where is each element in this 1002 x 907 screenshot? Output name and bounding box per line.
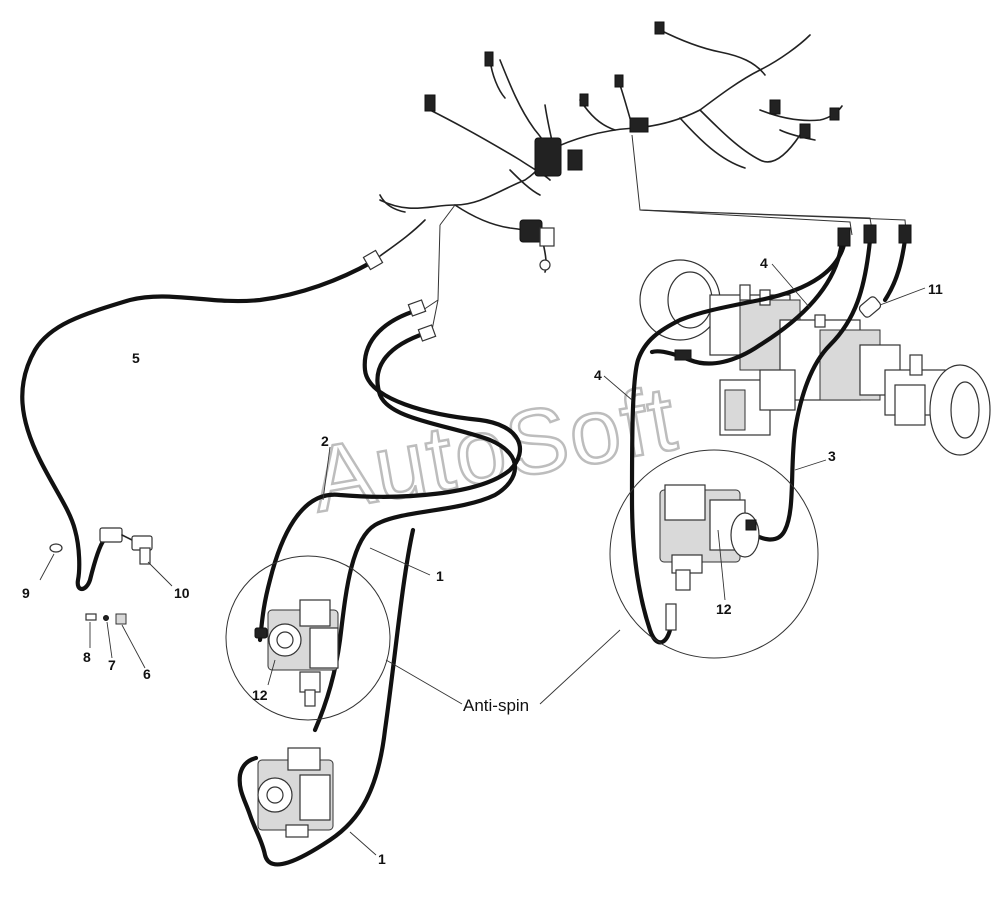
- left-leaders: [267, 446, 463, 856]
- callout-12-left: 12: [252, 687, 268, 703]
- callout-12-right: 12: [716, 601, 732, 617]
- callout-8: 8: [83, 649, 91, 665]
- detail-circle-left: [225, 555, 391, 721]
- small-parts: [85, 613, 146, 669]
- right-leaders: [539, 263, 926, 705]
- harness-1: [237, 324, 518, 867]
- callouts: 1 1 2 3 4 4 5 6 7 8 9 10 11 12 12: [22, 255, 943, 867]
- axle-assembly: [639, 259, 991, 456]
- callout-1-upper: 1: [436, 568, 444, 584]
- lower-motor: [257, 747, 334, 838]
- harness-11: [858, 224, 912, 318]
- callout-6: 6: [143, 666, 151, 682]
- harness-3: [745, 224, 877, 542]
- callout-11: 11: [928, 281, 943, 297]
- harness-2: [257, 299, 522, 643]
- harness-4: [629, 227, 851, 645]
- callout-5: 5: [132, 350, 140, 366]
- callout-10: 10: [174, 585, 190, 601]
- callout-4-lower: 4: [594, 367, 602, 383]
- anti-spin-label: Anti-spin: [463, 696, 529, 715]
- callout-9: 9: [22, 585, 30, 601]
- callout-4-upper: 4: [760, 255, 768, 271]
- detail-circle-right: [609, 449, 819, 659]
- callout-2: 2: [321, 433, 329, 449]
- callout-7: 7: [108, 657, 116, 673]
- main-harness: [379, 21, 843, 273]
- harness-5: [20, 219, 426, 592]
- speed-sensor: [39, 527, 173, 587]
- callout-3: 3: [828, 448, 836, 464]
- watermark: AutoSoft: [304, 367, 685, 532]
- callout-1-lower: 1: [378, 851, 386, 867]
